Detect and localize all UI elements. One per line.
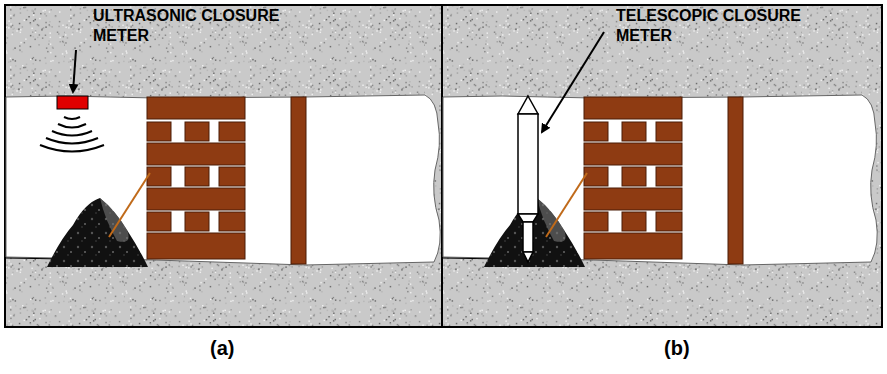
ultrasonic-meter bbox=[57, 96, 88, 109]
meter-label: TELESCOPIC CLOSURE METER bbox=[616, 6, 826, 46]
panel-caption: (a) bbox=[210, 336, 270, 361]
panel-caption: (b) bbox=[664, 336, 724, 361]
meter-label: ULTRASONIC CLOSURE METER bbox=[93, 6, 298, 46]
panel-b bbox=[442, 5, 882, 327]
pointer-arrow bbox=[542, 32, 604, 132]
pointer-arrow bbox=[73, 50, 76, 92]
panel-a bbox=[5, 5, 445, 327]
telescopic-meter bbox=[518, 96, 538, 262]
ultrasonic-waves bbox=[40, 117, 104, 152]
